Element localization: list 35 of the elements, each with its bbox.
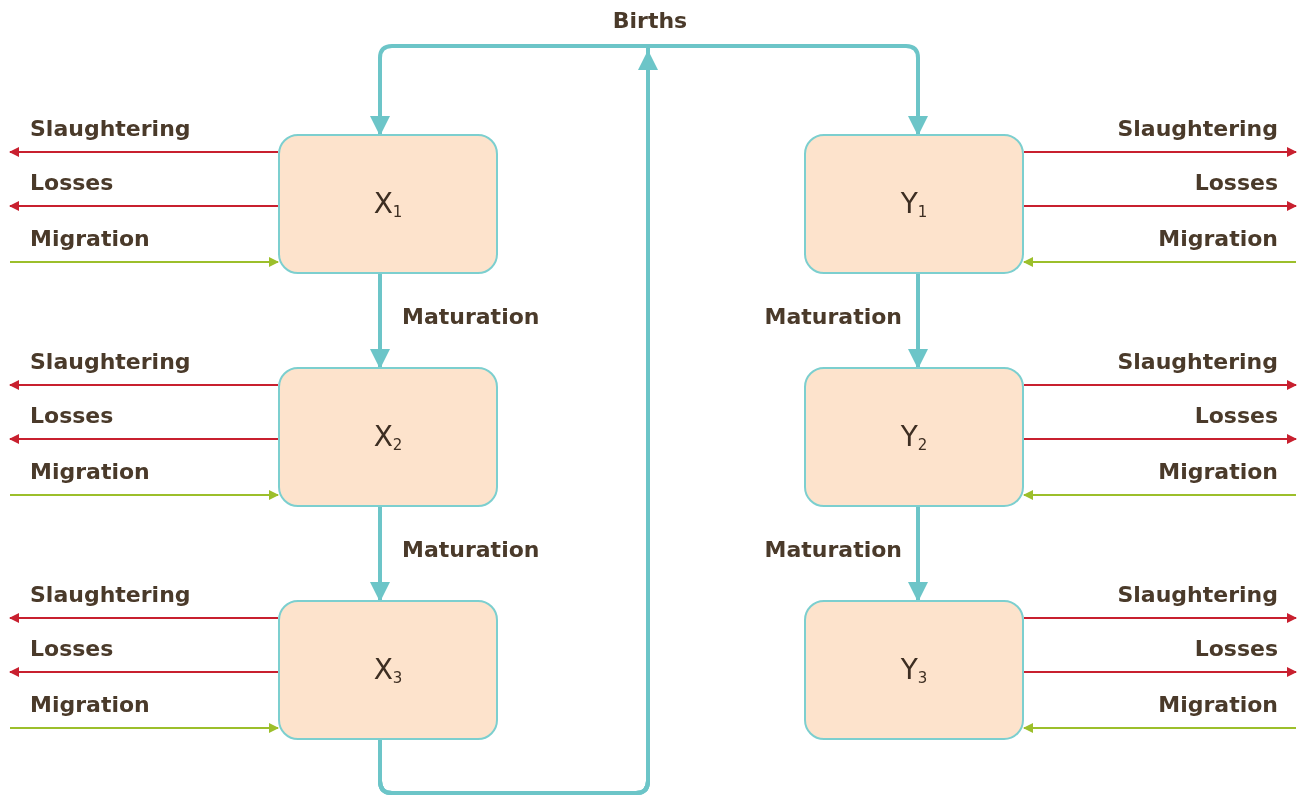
arrow (1023, 490, 1297, 500)
arrow (370, 274, 390, 369)
process-box (804, 134, 1024, 274)
arrow (9, 667, 279, 677)
arrow (9, 257, 279, 267)
arrow (1023, 667, 1297, 677)
arrow (378, 44, 928, 795)
node-label: X$_{2}$ (373, 420, 403, 454)
arrow (1023, 380, 1297, 390)
process-box (278, 134, 498, 274)
process-box (278, 367, 498, 507)
arrow (908, 507, 928, 602)
process-box (804, 367, 1024, 507)
arrow (1023, 257, 1297, 267)
arrow (908, 274, 928, 369)
arrow (1023, 147, 1297, 157)
node-label: Y$_{3}$ (900, 653, 928, 687)
node-label: X$_{3}$ (373, 653, 403, 687)
arrow (9, 434, 279, 444)
node-label: Y$_{2}$ (900, 420, 928, 454)
arrow (9, 723, 279, 733)
arrow (9, 380, 279, 390)
process-box (278, 600, 498, 740)
arrow (1023, 434, 1297, 444)
arrow (370, 507, 390, 602)
arrow (1023, 613, 1297, 623)
node-label: X$_{1}$ (373, 187, 403, 221)
process-box (804, 600, 1024, 740)
arrow (1023, 201, 1297, 211)
arrow (9, 613, 279, 623)
arrow (9, 147, 279, 157)
arrow (9, 490, 279, 500)
arrow (9, 201, 279, 211)
node-label: Y$_{1}$ (900, 187, 928, 221)
arrow (1023, 723, 1297, 733)
